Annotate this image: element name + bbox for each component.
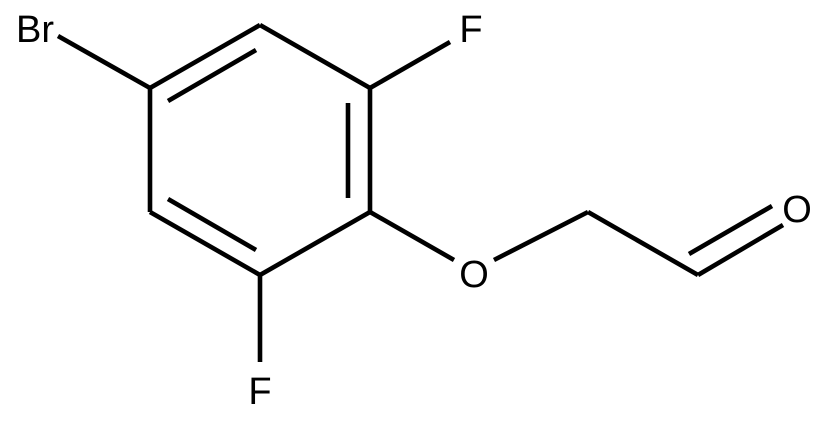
atom-label-carbonyl-oxygen: O <box>782 189 812 231</box>
ring-bond-c4-c5 <box>258 210 372 277</box>
bond-o-ch2 <box>492 209 590 263</box>
bond-c3-f-top <box>368 40 452 90</box>
ring-bond-c1-c2 <box>148 23 262 90</box>
ring-inner-bond-c5-c6 <box>166 197 258 252</box>
ring-bond-c5-c6 <box>148 210 262 277</box>
ring-bond-c2-c3 <box>258 23 372 90</box>
atom-label-ether-oxygen: O <box>459 254 489 296</box>
bond-c4-o <box>368 210 456 262</box>
atom-label-fluorine-bottom: F <box>248 371 271 413</box>
bond-ch2-cho <box>586 210 700 277</box>
bond-c1-br <box>56 33 152 91</box>
atom-label-fluorine-top: F <box>459 9 482 51</box>
atom-label-bromine: Br <box>16 9 54 51</box>
bond-cho-o-inner <box>687 204 774 256</box>
ring-inner-bond-c1-c2 <box>166 48 258 103</box>
bond-cho-o-outer <box>696 223 785 277</box>
